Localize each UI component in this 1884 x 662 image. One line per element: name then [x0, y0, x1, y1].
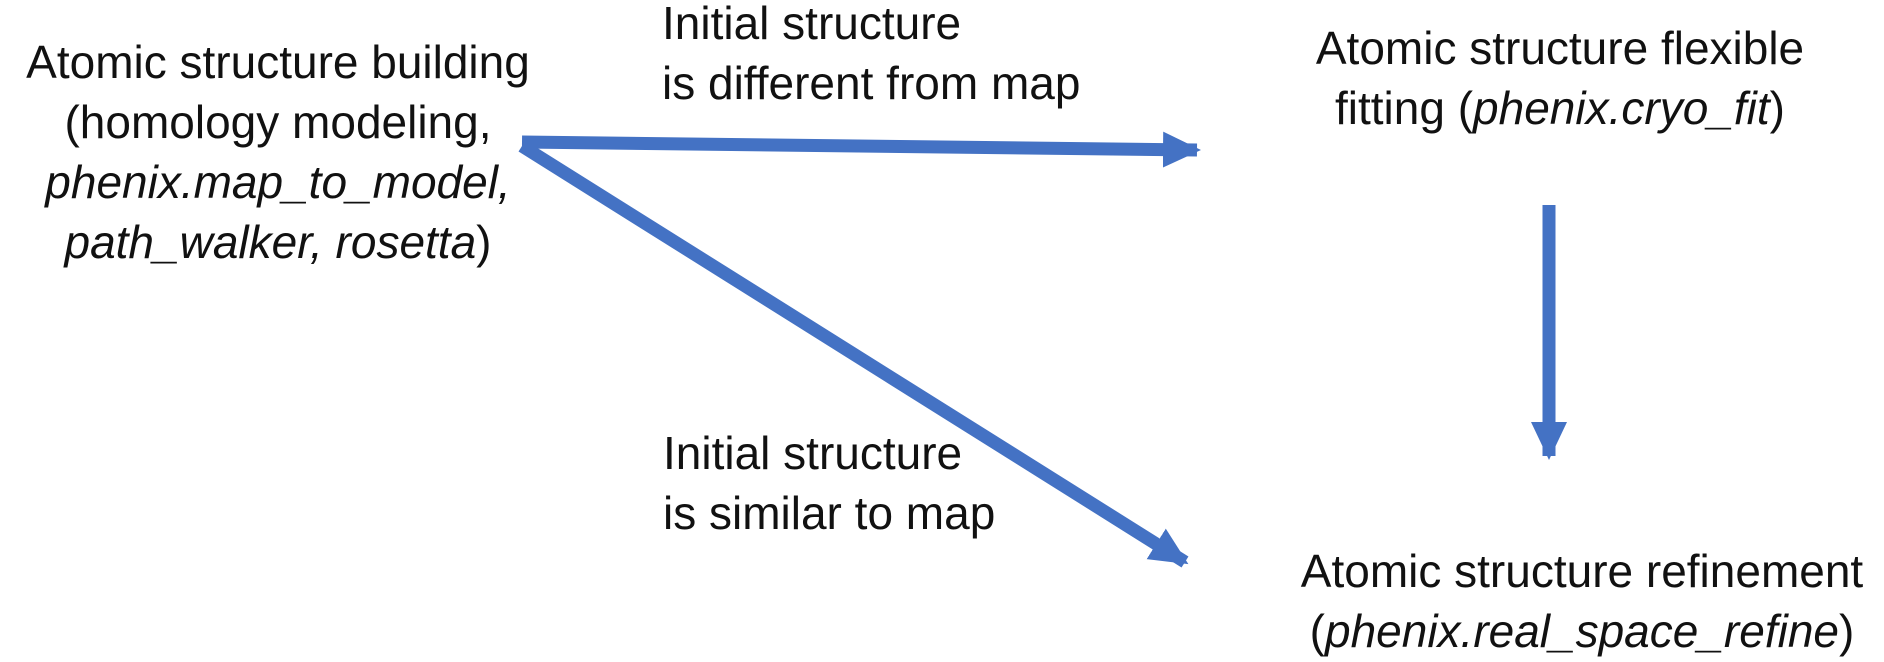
- label-similar-line2: is similar to map: [663, 487, 996, 539]
- arrow-different-to-fitting: [521, 131, 1201, 168]
- arrow-similar-to-refinement: [518, 140, 1189, 568]
- node-atomic-structure-refinement: Atomic structure refinement (phenix.real…: [1262, 541, 1884, 661]
- label-initial-structure-similar: Initial structure is similar to map: [663, 423, 995, 543]
- node-atomic-structure-flexible-fitting: Atomic structure flexible fitting (pheni…: [1260, 18, 1860, 138]
- label-different-line2: is different from map: [662, 57, 1081, 109]
- label-similar-line1: Initial structure: [663, 427, 963, 479]
- node-building-line1: Atomic structure building: [26, 36, 530, 88]
- node-fitting-line1: Atomic structure flexible: [1315, 22, 1805, 74]
- node-building-line3: phenix.map_to_model,: [45, 156, 511, 208]
- node-refinement-line2: (phenix.real_space_refine): [1309, 605, 1855, 657]
- node-refinement-line1: Atomic structure refinement: [1300, 545, 1864, 597]
- node-atomic-structure-building: Atomic structure building (homology mode…: [0, 32, 556, 272]
- node-building-line4: path_walker, rosetta): [64, 216, 492, 268]
- node-fitting-line2: fitting (phenix.cryo_fit): [1335, 82, 1785, 134]
- label-different-line1: Initial structure: [662, 0, 962, 49]
- node-building-line2: (homology modeling,: [64, 96, 492, 148]
- label-initial-structure-different: Initial structure is different from map: [662, 0, 1080, 113]
